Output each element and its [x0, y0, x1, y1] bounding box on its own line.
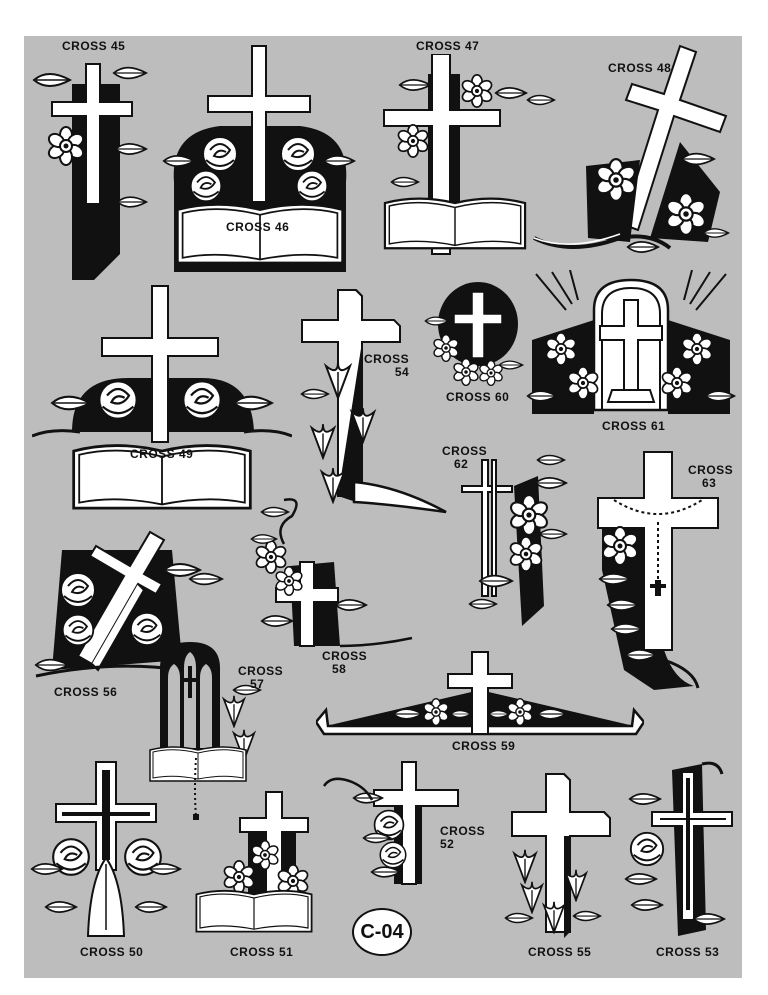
- design-58-label-number: 58: [332, 662, 347, 676]
- design-48-artwork: [530, 42, 730, 272]
- design-61-label: CROSS 61: [602, 419, 666, 433]
- design-61-artwork: [526, 270, 736, 420]
- design-54-label: CROSS 54: [364, 353, 409, 379]
- design-58-label: CROSS 58: [322, 650, 367, 676]
- design-57-label-word: CROSS: [238, 664, 284, 678]
- design-54-label-word: CROSS: [364, 352, 410, 366]
- design-54-artwork: [298, 286, 448, 514]
- design-50-artwork: [30, 760, 182, 944]
- design-62-label: CROSS 62: [442, 445, 487, 471]
- design-52-artwork: [322, 760, 462, 888]
- design-48-label: CROSS 48: [608, 61, 672, 75]
- design-58-artwork: [244, 496, 414, 656]
- design-45-artwork: [28, 54, 150, 280]
- design-62-label-word: CROSS: [442, 444, 488, 458]
- design-63-label-number: 63: [702, 476, 717, 490]
- design-56-label: CROSS 56: [54, 685, 118, 699]
- design-55-label: CROSS 55: [528, 945, 592, 959]
- design-46-label: CROSS 46: [226, 220, 290, 234]
- design-50-label: CROSS 50: [80, 945, 144, 959]
- design-56-artwork: [32, 530, 232, 684]
- design-49-artwork: [32, 282, 292, 520]
- design-47-label: CROSS 47: [416, 39, 480, 53]
- design-62-artwork: [458, 446, 570, 632]
- design-63-artwork: [594, 450, 724, 694]
- design-49-label: CROSS 49: [130, 447, 194, 461]
- design-57-label-number: 57: [250, 677, 265, 691]
- design-57-artwork: [144, 638, 268, 824]
- design-54-label-number: 54: [394, 365, 410, 379]
- design-59-artwork: [316, 650, 644, 740]
- design-52-label: CROSS 52: [440, 825, 485, 851]
- design-53-label: CROSS 53: [656, 945, 720, 959]
- design-55-artwork: [500, 772, 612, 942]
- design-58-label-word: CROSS: [322, 649, 368, 663]
- design-53-artwork: [622, 760, 736, 940]
- design-59-label: CROSS 59: [452, 739, 516, 753]
- design-52-label-number: 52: [440, 837, 455, 851]
- design-45-label: CROSS 45: [62, 39, 126, 53]
- design-63-label: CROSS 63: [688, 464, 733, 490]
- page-code-badge: C-04: [352, 908, 412, 956]
- design-51-label: CROSS 51: [230, 945, 294, 959]
- design-60-artwork: [424, 278, 524, 390]
- design-52-label-word: CROSS: [440, 824, 486, 838]
- design-51-artwork: [192, 790, 324, 940]
- design-63-label-word: CROSS: [688, 463, 734, 477]
- design-47-artwork: [380, 54, 560, 264]
- design-57-label: CROSS 57: [238, 665, 283, 691]
- design-60-label: CROSS 60: [446, 390, 510, 404]
- design-62-label-number: 62: [454, 457, 469, 471]
- design-46-artwork: [160, 42, 358, 276]
